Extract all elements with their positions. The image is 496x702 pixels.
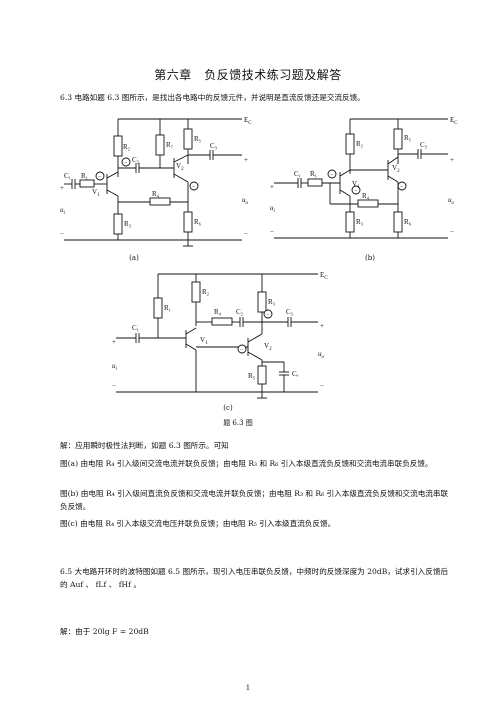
c1-label-b: C₁ — [294, 170, 301, 178]
c1-label-a: C₁ — [64, 172, 71, 180]
polarity-v2-b: − — [400, 185, 404, 191]
output-minus-c: − — [320, 382, 324, 390]
r3-label-b: R₃ — [356, 218, 364, 226]
uo-label-a: uo — [242, 196, 249, 206]
input-minus-a: − — [60, 230, 64, 238]
r5-label-b: R₅ — [404, 134, 412, 142]
polarity-v1-b: − — [330, 173, 334, 179]
r4-label-a: R₄ — [152, 190, 160, 198]
r1-label-c: R₁ — [164, 304, 171, 312]
circuit-diagram-b: EC R₂ R₅ C₃ C₁ R₁ V1 V2 R₄ R₃ R₆ + − ui … — [270, 116, 458, 239]
r6-label-a: R₆ — [194, 218, 202, 226]
ui-label-a: ui — [60, 206, 66, 216]
v2-label-b: V2 — [392, 164, 400, 174]
uo-label-b: uo — [448, 196, 455, 206]
c2-label-a: C₂ — [132, 156, 140, 164]
polarity-c2-a: − — [124, 161, 128, 167]
ec-label-a: EC — [244, 116, 252, 126]
input-plus-a: + — [60, 184, 64, 192]
v2-label-a: V2 — [176, 162, 184, 172]
c3-label-b: C₃ — [420, 141, 428, 149]
r6-label-b: R₆ — [404, 218, 412, 226]
r1-label-b: R₁ — [310, 170, 317, 178]
page-number: 1 — [245, 684, 251, 692]
fig-b-caption: (b) — [365, 254, 375, 262]
polarity-v1-a: − — [98, 175, 102, 181]
r4-label-c: R₄ — [214, 308, 222, 316]
r1-label-a: R₁ — [81, 172, 88, 180]
polarity-r3-c: − — [266, 313, 270, 319]
polarity-r4-b: − — [354, 189, 358, 195]
r3-label-a: R₃ — [124, 220, 132, 228]
c2-label-c: C₂ — [236, 308, 244, 316]
polarity-v2-c: − — [240, 348, 244, 354]
r2-label-a: R₂ — [123, 143, 131, 151]
c3-label-a: C₃ — [210, 142, 218, 150]
fig-c-caption: (c) — [223, 404, 233, 412]
r7-label-a: R₇ — [166, 141, 174, 149]
r5-label-a: R₅ — [194, 135, 202, 143]
r2-label-b: R₂ — [356, 140, 364, 148]
r5-label-c: R₅ — [248, 372, 256, 380]
circuit-diagram-a: EC R₂ R₇ R₅ C₃ C₂ C₁ R₁ V1 V2 R₄ R₃ R₆ +… — [60, 116, 252, 247]
output-minus-b: − — [450, 228, 454, 236]
r3-label-c: R₃ — [268, 298, 276, 306]
input-minus-b: − — [270, 228, 274, 236]
problem-6-5-statement: 6.5 大电路开环时的波特图如题 6.5 图所示，现引入电压串联负反馈，中频时的… — [60, 567, 449, 589]
v1-label-b: V1 — [352, 180, 360, 190]
ce-label-c: Cₑ — [292, 370, 299, 378]
output-plus-a: + — [244, 156, 248, 164]
ec-label-c: EC — [320, 271, 328, 281]
answer-c: 图(c) 由电阻 R₄ 引入本级交流电压并联负反馈；由电阻 R₅ 引入本级直流负… — [60, 519, 336, 528]
ec-label-b: EC — [450, 116, 458, 126]
input-plus-b: + — [270, 183, 274, 191]
c1-label-c: C₁ — [132, 324, 139, 332]
output-plus-c: + — [320, 322, 324, 330]
uo-label-c: uo — [318, 350, 325, 360]
answer-intro: 解：应用瞬时极性法判断，如题 6.3 图所示。可知 — [60, 441, 229, 450]
answer-b: 图(b) 由电阻 R₄ 引入级间直流负反馈和交流电流并联负反馈；由电阻 R₃ 和… — [60, 489, 449, 511]
v1-label-c: V1 — [200, 336, 208, 346]
output-minus-a: − — [244, 230, 248, 238]
r4-label-b: R₄ — [362, 192, 370, 200]
ui-label-b: ui — [270, 204, 276, 214]
answer-a: 图(a) 由电阻 R₄ 引入级间交流电流并联负反馈；由电阻 R₃ 和 R₆ 引入… — [60, 459, 433, 468]
fig-a-caption: (a) — [129, 254, 139, 262]
polarity-v2-a: − — [192, 185, 196, 191]
output-plus-b: + — [450, 156, 454, 164]
problem-6-3-statement: 6.3 电路如题 6.3 图所示，是找出各电路中的反馈元件，并说明是直流反馈还是… — [60, 93, 365, 102]
c3-label-c: C₃ — [286, 308, 294, 316]
figure-caption-6-3: 题 6.3 图 — [223, 419, 253, 427]
circuit-diagram-c: EC R₁ R₂ R₃ C₁ R₄ C₂ C₃ V1 V2 R₅ Cₑ + − … — [112, 271, 328, 399]
chapter-title: 第六章 负反馈技术练习题及解答 — [154, 68, 342, 82]
r2-label-c: R₂ — [202, 288, 210, 296]
v1-label-a: V1 — [92, 188, 100, 198]
input-minus-c: − — [112, 382, 116, 390]
input-plus-c: + — [112, 338, 116, 346]
v2-label-c: V2 — [264, 342, 272, 352]
problem-6-5-answer: 解：由于 20lg F = 20dB — [60, 627, 149, 636]
ui-label-c: ui — [112, 362, 118, 372]
